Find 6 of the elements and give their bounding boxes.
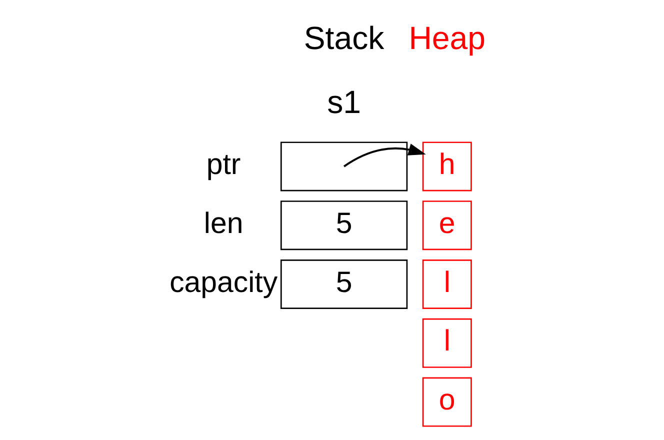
node-label: ptr bbox=[206, 148, 241, 181]
node-label: capacity bbox=[170, 266, 278, 299]
label: Stack bbox=[304, 20, 384, 56]
label: s1 bbox=[327, 84, 362, 120]
node-label: len bbox=[204, 206, 244, 240]
label: Heap bbox=[408, 20, 486, 56]
